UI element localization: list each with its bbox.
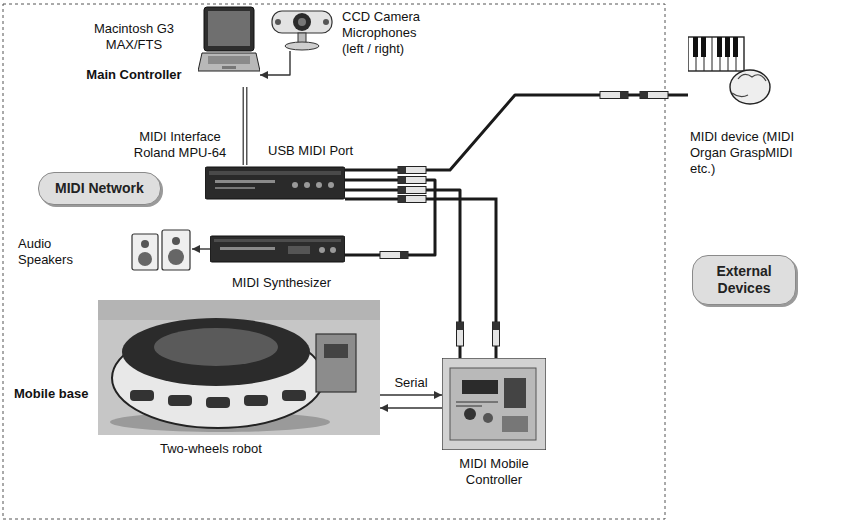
band-label: External Devices [709, 263, 779, 297]
node-label: MIDI Mobile Controller [437, 456, 551, 488]
edge-label: Serial [392, 375, 429, 391]
synth-illustration [210, 235, 345, 263]
network-band: MIDI Network [38, 172, 161, 205]
node-label: MIDI device (MIDI Organ GraspMIDI etc.) [690, 129, 798, 177]
arrow-connector [260, 51, 290, 79]
computer-node: Macintosh G3 MAX/FTSMain Controller [198, 5, 260, 87]
arrowhead [192, 245, 200, 253]
node-label: Mobile base [14, 386, 88, 402]
dashed-boundary [3, 4, 665, 519]
mpu-illustration [205, 165, 345, 201]
midi-interface-node: MIDI Interface Roland MPU-64 [205, 165, 345, 201]
external-band: External Devices [692, 255, 796, 305]
midi-device-node: MIDI device (MIDI Organ GraspMIDI etc.) [688, 35, 778, 107]
arrowhead [380, 404, 388, 412]
laptop-illustration [198, 5, 260, 87]
band-label: MIDI Network [55, 180, 144, 197]
controller-illustration [442, 358, 546, 450]
node-label: Two-wheels robot [160, 441, 262, 457]
camera-illustration [268, 3, 336, 51]
node-label: Main Controller [78, 67, 190, 83]
arrow-connector [192, 245, 210, 253]
device-illustration [688, 35, 778, 107]
midi-cable [345, 95, 688, 170]
synthesizer-node: MIDI Synthesizer [210, 235, 345, 263]
arrowhead [260, 71, 268, 79]
usb-link [245, 87, 246, 165]
arrowhead [434, 391, 442, 399]
node-label: Macintosh G3 MAX/FTS [78, 21, 190, 53]
node-label: MIDI Interface Roland MPU-64 [125, 129, 235, 161]
node-label: Audio Speakers [18, 236, 98, 268]
speaker-node: Audio Speakers [130, 228, 192, 272]
arrow-connector [380, 404, 442, 412]
robot-illustration [98, 300, 380, 435]
camera-node: CCD Camera Microphones (left / right) [268, 3, 336, 51]
node-label: MIDI Synthesizer [232, 275, 331, 291]
arrow-connector [380, 391, 442, 399]
robot-node: Mobile baseTwo-wheels robot [98, 300, 380, 435]
speakers-illustration [130, 228, 192, 272]
controller-node: MIDI Mobile Controller [442, 358, 546, 450]
node-label: CCD Camera Microphones (left / right) [342, 9, 440, 57]
port-label: USB MIDI Port [268, 143, 353, 159]
midi-plugs [380, 92, 668, 347]
